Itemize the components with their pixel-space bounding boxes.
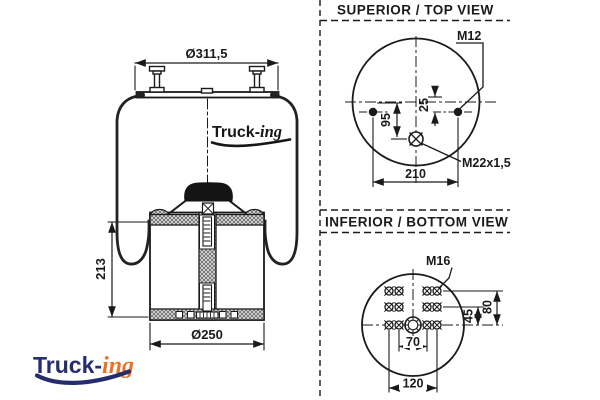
watermark-logo: Truck-ing — [210, 122, 292, 148]
dim-bolt-offset: 25 — [417, 85, 442, 126]
bottom-view-header: INFERIOR / BOTTOM VIEW — [320, 209, 510, 234]
plate-center-boss — [200, 87, 214, 94]
bolt-hole-pattern — [384, 286, 442, 330]
dim-label-bolt-spacing: 210 — [405, 167, 426, 181]
top-bolt-left — [368, 107, 378, 117]
brand-logo: Truck-ing — [33, 352, 134, 385]
logo-text-truck: Truck- — [33, 352, 102, 378]
bump-stop — [168, 182, 247, 215]
dim-outer-spacing: 120 — [388, 330, 438, 393]
bottom-view: M16 45 80 70 120 — [361, 254, 503, 393]
dim-bolt-spacing: 210 — [372, 117, 459, 187]
piston — [149, 208, 265, 321]
top-plate — [135, 87, 280, 99]
top-stud-left — [148, 65, 166, 93]
dim-label-inner-spacing: 70 — [406, 335, 420, 349]
bolt-hole-row-top — [384, 286, 442, 296]
bolt-thread-label: M12 — [457, 29, 481, 43]
bottom-band-holes — [175, 311, 238, 319]
bottom-bolt-leader-line — [438, 267, 453, 289]
top-view-title: SUPERIOR / TOP VIEW — [337, 3, 494, 18]
plate-right-crimp — [270, 91, 278, 99]
svg-text:Truck-ing: Truck-ing — [33, 352, 134, 379]
dim-inner-spacing: 70 — [398, 330, 428, 352]
center-boss — [404, 316, 422, 334]
air-port — [408, 131, 424, 147]
top-view: M12 M22x1,5 25 95 210 — [345, 29, 511, 187]
port-leader-line — [421, 142, 462, 163]
dim-label-row-offset-small: 45 — [462, 309, 476, 323]
side-view: Ø311,5 — [93, 46, 299, 351]
dim-label-port-offset: 95 — [379, 113, 393, 127]
piston-left-horn — [149, 208, 169, 216]
bolt-hole-row-middle — [384, 302, 442, 312]
svg-text:Truck-ing: Truck-ing — [212, 122, 282, 141]
dim-label-row-offset-large: 80 — [481, 300, 495, 314]
dim-label-outer-spacing: 120 — [403, 377, 424, 391]
bumper-rubber — [184, 182, 233, 202]
dim-label-top-diameter: Ø311,5 — [186, 46, 228, 61]
bolt-leader-line — [456, 42, 484, 109]
dim-row-offsets: 45 80 — [443, 290, 503, 325]
logo-swoosh — [34, 369, 132, 385]
dim-label-height: 213 — [93, 258, 108, 280]
dim-top-diameter: Ø311,5 — [134, 46, 279, 91]
bottom-view-title: INFERIOR / BOTTOM VIEW — [325, 215, 508, 230]
piston-upper-stud — [199, 214, 215, 250]
bottom-bolt-thread-label: M16 — [426, 254, 450, 268]
dim-bottom-diameter: Ø250 — [149, 322, 265, 351]
piston-lower-stud — [195, 282, 219, 319]
bolt-hole-row-center — [384, 320, 442, 330]
dim-height: 213 — [93, 221, 149, 318]
dim-label-bottom-diameter: Ø250 — [191, 327, 223, 342]
top-stud-right — [248, 65, 266, 93]
dim-port-offset: 95 — [377, 102, 407, 140]
port-thread-label: M22x1,5 — [462, 156, 511, 170]
watermark-text-ing: ing — [260, 122, 282, 141]
dim-label-bolt-offset: 25 — [417, 98, 431, 112]
top-view-header: SUPERIOR / TOP VIEW — [320, 3, 510, 22]
watermark-swoosh — [210, 138, 292, 148]
watermark-text-truck: Truck- — [212, 124, 260, 141]
plate-left-crimp — [137, 91, 145, 99]
top-bolt-right — [453, 107, 463, 117]
